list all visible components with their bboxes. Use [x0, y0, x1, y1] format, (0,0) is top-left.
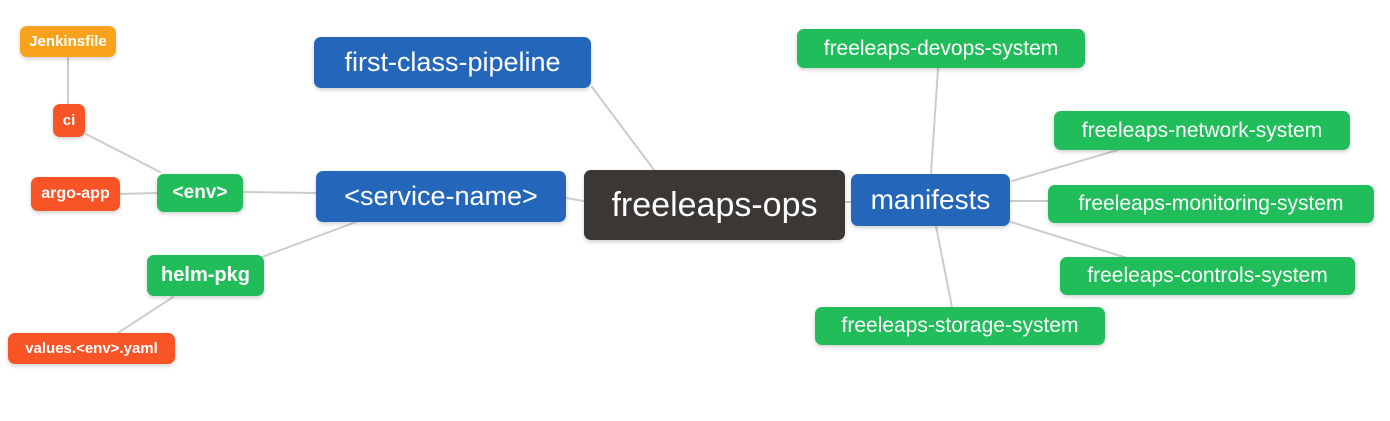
node-jenkinsfile[interactable]: Jenkinsfile	[20, 26, 116, 57]
edge-env-service-name	[242, 191, 317, 194]
node-freeleaps-devops-system[interactable]: freeleaps-devops-system	[797, 29, 1085, 68]
node-freeleaps-network-system[interactable]: freeleaps-network-system	[1054, 111, 1350, 150]
edge-manifests-devops-system	[930, 67, 939, 175]
edge-manifests-network-system	[1011, 149, 1119, 182]
node-freeleaps-storage-system[interactable]: freeleaps-storage-system	[815, 307, 1105, 345]
edge-manifests-storage-system	[935, 225, 953, 308]
node-argo-app[interactable]: argo-app	[31, 177, 120, 211]
node-manifests[interactable]: manifests	[851, 174, 1010, 226]
edge-ci-env	[85, 133, 161, 173]
edge-helm-pkg-service-name	[261, 221, 357, 258]
edge-values-helm-pkg	[117, 296, 174, 334]
node-freeleaps-controls-system[interactable]: freeleaps-controls-system	[1060, 257, 1355, 295]
node-helm-pkg[interactable]: helm-pkg	[147, 255, 264, 296]
edge-manifests-controls-system	[1010, 221, 1128, 259]
node-first-class-pipeline[interactable]: first-class-pipeline	[314, 37, 591, 88]
node-ci[interactable]: ci	[53, 104, 85, 137]
node-service-name[interactable]: <service-name>	[316, 171, 566, 222]
node-values-env-yaml[interactable]: values.<env>.yaml	[8, 333, 175, 364]
edge-pipeline-freeleaps-ops	[591, 86, 655, 171]
edge-service-name-freeleaps-ops	[565, 197, 585, 202]
edge-argo-app-env	[119, 192, 158, 195]
node-freeleaps-monitoring-system[interactable]: freeleaps-monitoring-system	[1048, 185, 1374, 223]
node-env[interactable]: <env>	[157, 174, 243, 212]
node-freeleaps-ops-root[interactable]: freeleaps-ops	[584, 170, 845, 240]
